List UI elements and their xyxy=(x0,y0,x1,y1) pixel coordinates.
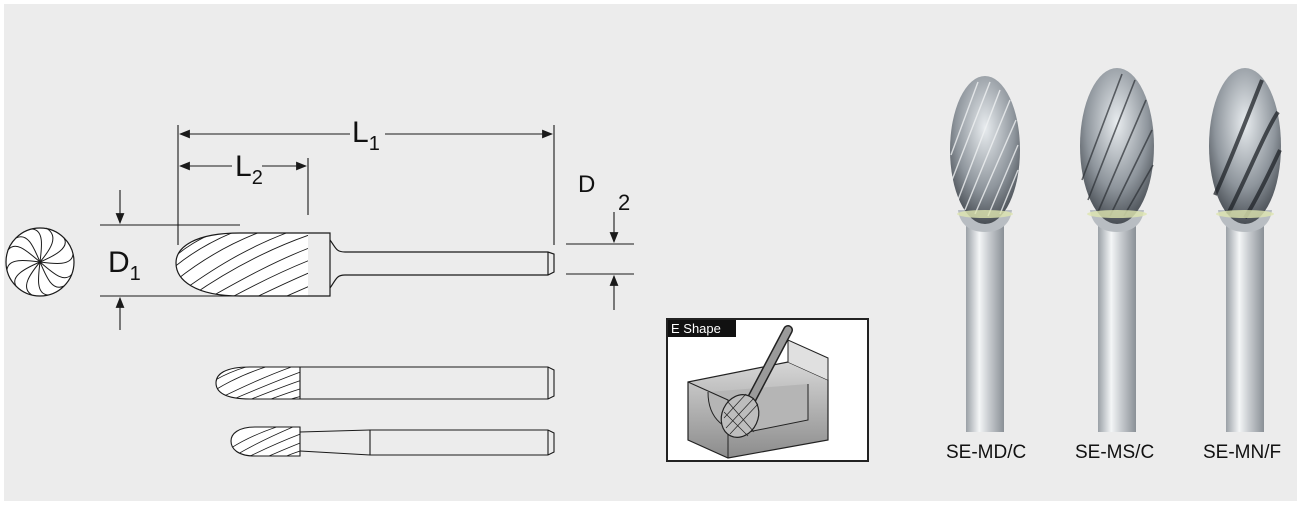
workpiece-illustration xyxy=(687,325,829,459)
end-view-rosette xyxy=(5,227,75,297)
dimension-lines xyxy=(100,125,634,330)
product-photo-se-mn-f xyxy=(1209,68,1282,432)
dimension-label-2: 2 xyxy=(618,190,631,215)
product-label-se-ms-c: SE-MS/C xyxy=(1075,442,1155,463)
product-photo-se-md-c xyxy=(950,76,1020,432)
main-bur-drawing xyxy=(175,232,555,297)
dimension-label-l1: L1 xyxy=(352,116,380,156)
e-shape-inset: E Shape xyxy=(666,318,869,462)
dimension-label-d1: D1 xyxy=(108,246,141,286)
small-bur-drawing-2 xyxy=(230,426,555,457)
small-bur-drawing-1 xyxy=(215,366,555,400)
dimension-label-d: D xyxy=(578,171,596,198)
dimension-label-l2: L2 xyxy=(235,150,263,190)
shape-tag: E Shape xyxy=(668,320,736,337)
product-photo-se-ms-c xyxy=(1080,68,1154,432)
product-label-se-mn-f: SE-MN/F xyxy=(1203,442,1282,463)
product-label-se-md-c: SE-MD/C xyxy=(946,442,1027,463)
